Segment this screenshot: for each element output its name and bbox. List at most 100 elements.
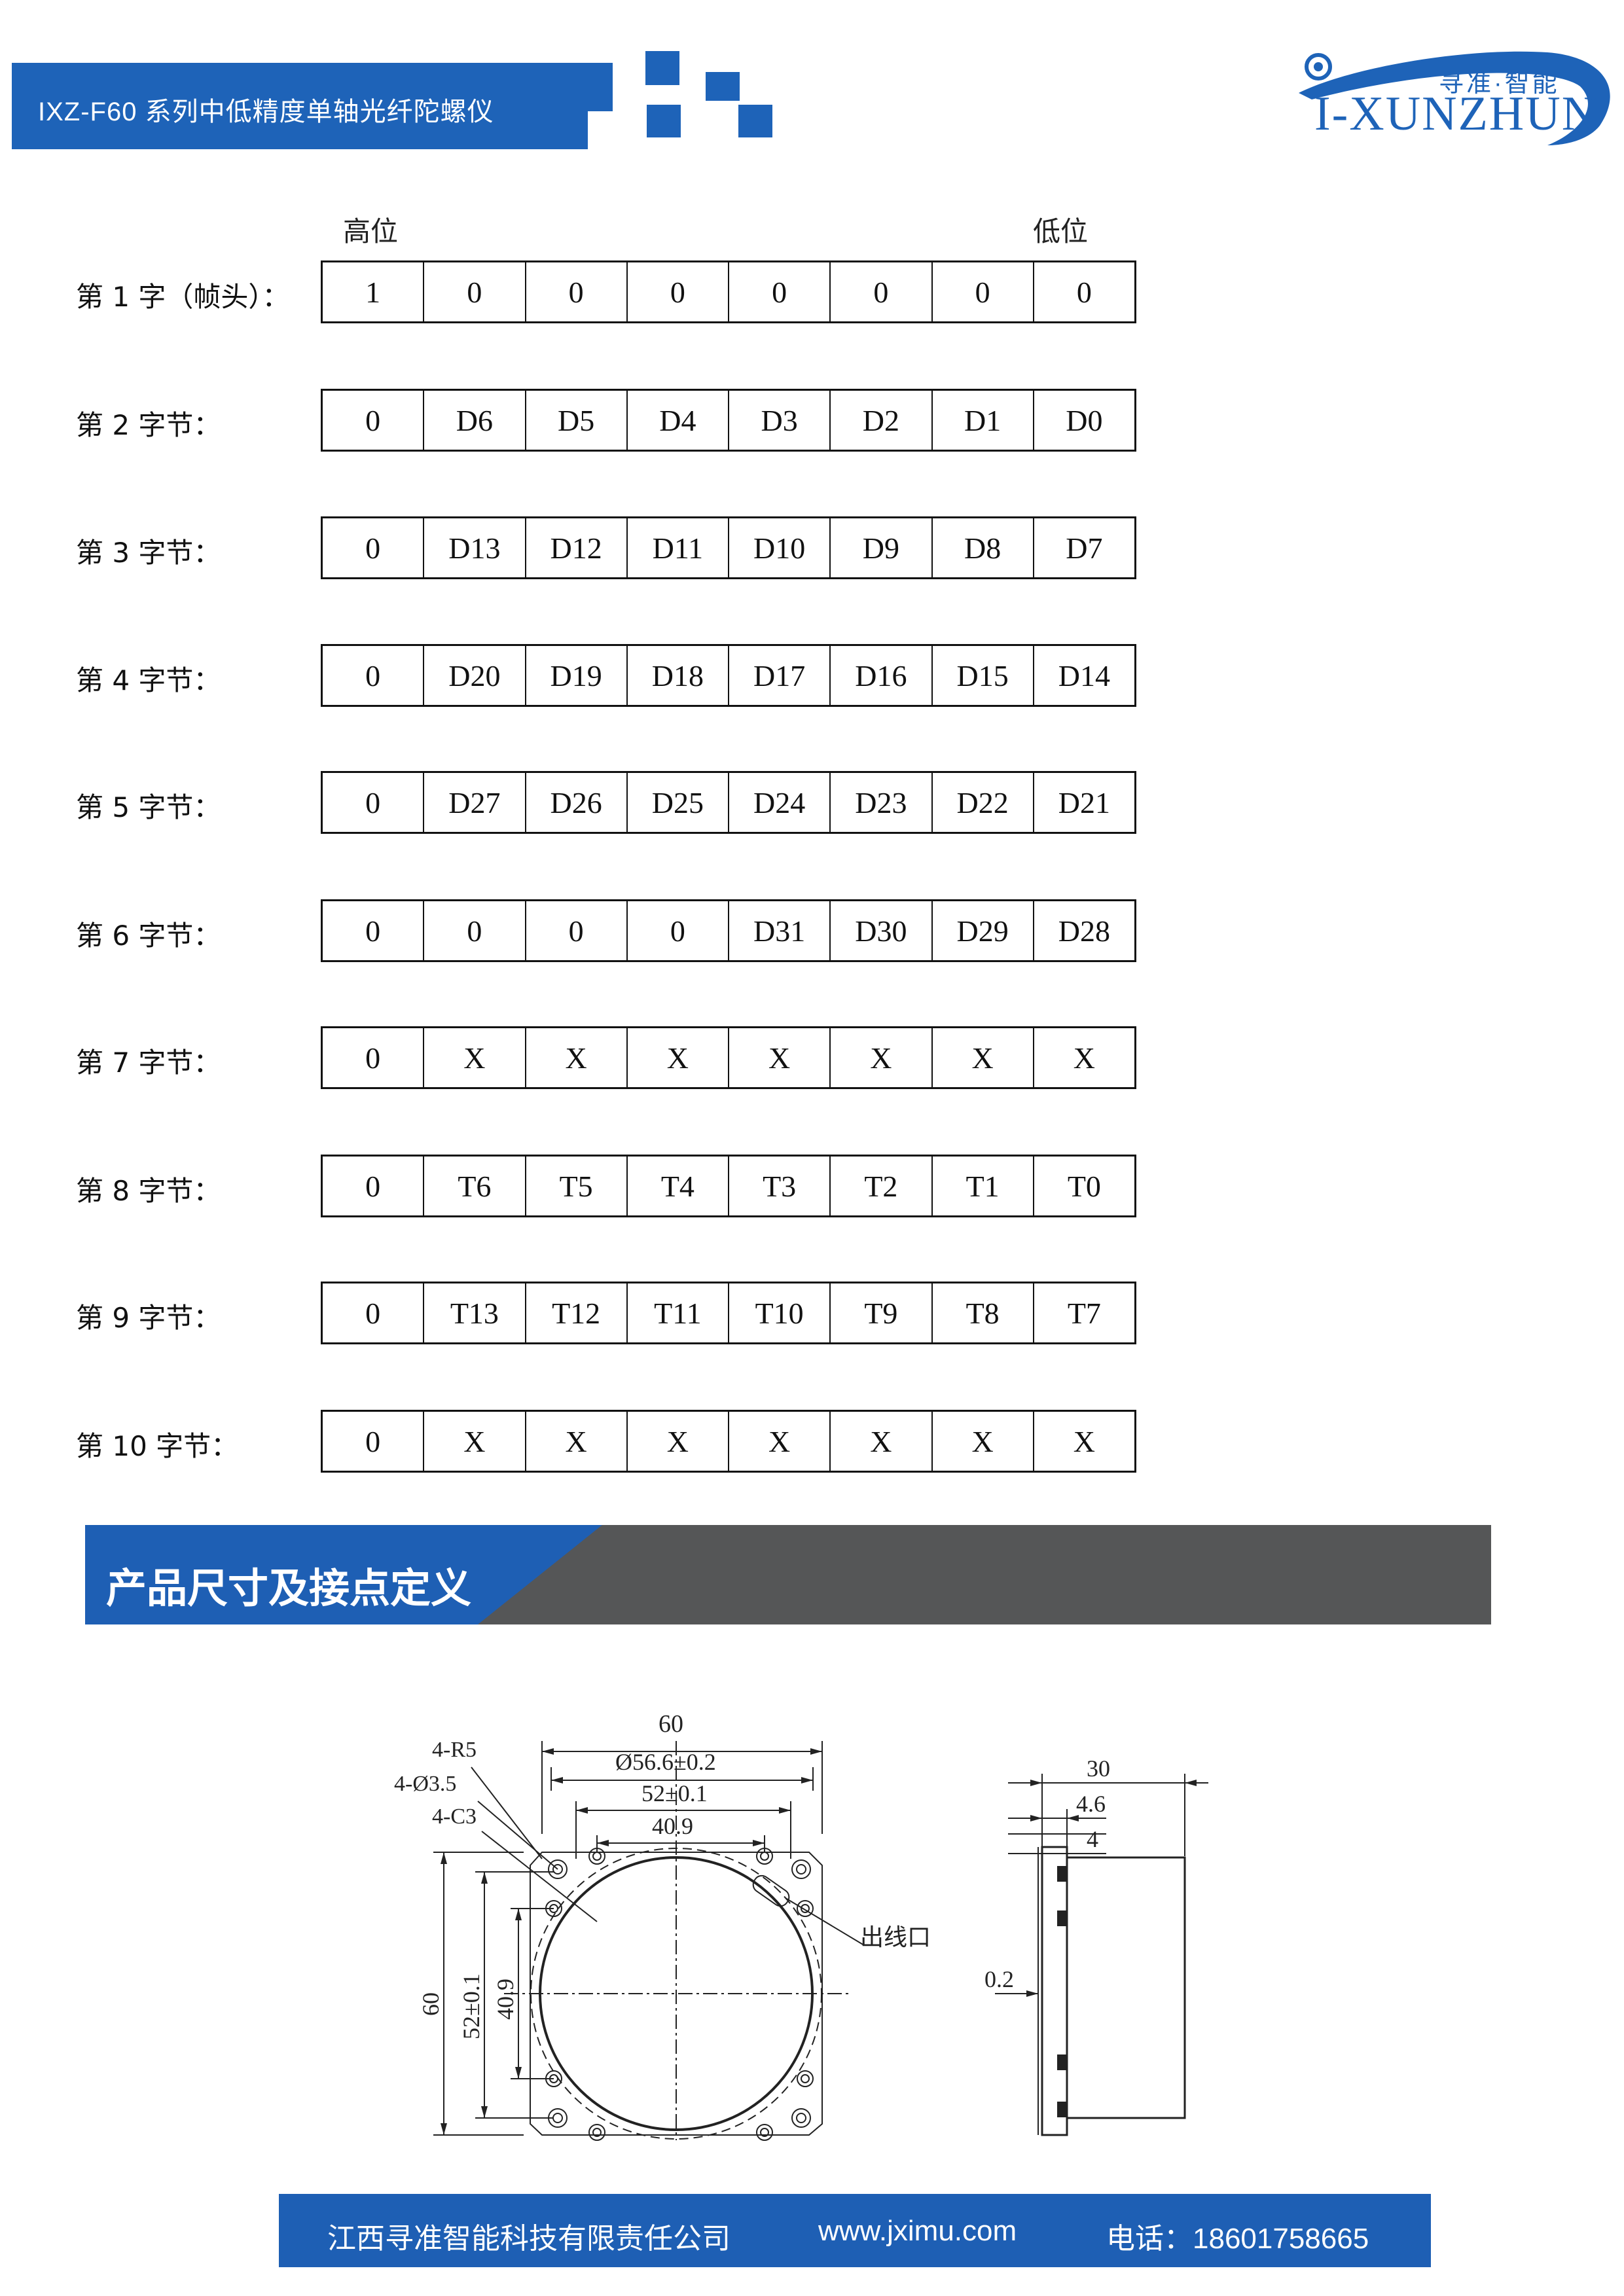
bit-cell: D28 bbox=[1032, 901, 1134, 960]
bit-cell: X bbox=[423, 1028, 524, 1087]
bit-cell: X bbox=[931, 1412, 1033, 1471]
plate-outline bbox=[530, 1852, 823, 2136]
bit-cell: D24 bbox=[728, 773, 829, 832]
bit-cell: D25 bbox=[626, 773, 728, 832]
bit-cell: X bbox=[626, 1028, 728, 1087]
dimension-drawing: 60 Ø56.6±0.2 52±0.1 40.9 4-R5 4-Ø3.5 4-C… bbox=[394, 1710, 1208, 2141]
bit-cell: 0 bbox=[365, 1424, 381, 1458]
byte-row-label: 第 3 字节： bbox=[76, 537, 221, 569]
bit-cell: D31 bbox=[728, 901, 829, 960]
bit-cell: T0 bbox=[1032, 1157, 1134, 1215]
bit-cell: 0 bbox=[931, 262, 1033, 321]
section-title: 产品尺寸及接点定义 bbox=[106, 1564, 472, 1612]
byte-row-label: 第 6 字节： bbox=[76, 920, 221, 952]
bit-cell: T11 bbox=[626, 1283, 728, 1342]
bit-cell: D16 bbox=[829, 646, 931, 705]
logo-chinese-text: 寻准·智能 bbox=[1439, 70, 1560, 98]
dim-52: 52±0.1 bbox=[641, 1780, 708, 1806]
byte-row-label: 第 2 字节： bbox=[76, 409, 221, 441]
bit-cell: D14 bbox=[1032, 646, 1134, 705]
bit-cell: X bbox=[524, 1412, 626, 1471]
decor-square bbox=[647, 105, 681, 137]
document-title: IXZ-F60 系列中低精度单轴光纤陀螺仪 bbox=[38, 98, 494, 126]
logo-swoosh-icon bbox=[1299, 51, 1610, 145]
footer-phone: 电话：18601758665 bbox=[1106, 2223, 1369, 2255]
bit-cell: T13 bbox=[423, 1283, 524, 1342]
bit-cell: 0 bbox=[365, 531, 381, 565]
bit-cell: X bbox=[626, 1412, 728, 1471]
bit-cell: D7 bbox=[1032, 518, 1134, 577]
low-bit-label: 低位 bbox=[1033, 216, 1089, 247]
bit-cell: 0 bbox=[365, 1169, 381, 1203]
bit-cell: D18 bbox=[626, 646, 728, 705]
bit-cell: D27 bbox=[423, 773, 524, 832]
bit-cell: D4 bbox=[626, 391, 728, 450]
bit-cell: 0 bbox=[1032, 262, 1134, 321]
bit-cell: X bbox=[728, 1412, 829, 1471]
bit-cell: 0 bbox=[524, 901, 626, 960]
bit-cell: 0 bbox=[365, 403, 381, 437]
bit-cell: 1 bbox=[365, 275, 381, 309]
bit-cell: 0 bbox=[423, 901, 524, 960]
byte-row-label: 第 4 字节： bbox=[76, 664, 221, 696]
high-bit-label: 高位 bbox=[343, 216, 399, 247]
bit-cell: D15 bbox=[931, 646, 1033, 705]
bit-cell: D9 bbox=[829, 518, 931, 577]
byte-row-label: 第 10 字节： bbox=[76, 1430, 239, 1462]
bit-cell: 0 bbox=[524, 262, 626, 321]
footer-website[interactable]: www.jximu.com bbox=[818, 2215, 1017, 2247]
bit-cell: T8 bbox=[931, 1283, 1033, 1342]
bit-cell: 0 bbox=[365, 658, 381, 692]
decor-square bbox=[706, 72, 740, 101]
bit-cell: D5 bbox=[524, 391, 626, 450]
cable-outlet-label: 出线口 bbox=[860, 1924, 931, 1950]
bit-cell: D13 bbox=[423, 518, 524, 577]
bit-cell: T7 bbox=[1032, 1283, 1134, 1342]
bit-cell: T10 bbox=[728, 1283, 829, 1342]
bit-cell: D20 bbox=[423, 646, 524, 705]
bit-cell: T9 bbox=[829, 1283, 931, 1342]
bit-cell: D11 bbox=[626, 518, 728, 577]
dim-40-9: 40.9 bbox=[652, 1813, 693, 1839]
dim-52-left: 52±0.1 bbox=[458, 1973, 484, 2039]
bit-cell: 0 bbox=[365, 785, 381, 819]
bit-cell: X bbox=[423, 1412, 524, 1471]
bit-cell: X bbox=[524, 1028, 626, 1087]
logo-english-text: I-XUNZHUN bbox=[1314, 87, 1598, 141]
bit-cell: D23 bbox=[829, 773, 931, 832]
side-view-body bbox=[1066, 1856, 1186, 2119]
side-dim-30: 30 bbox=[1087, 1755, 1110, 1782]
bit-cell: T2 bbox=[829, 1157, 931, 1215]
note-c3: 4-C3 bbox=[432, 1804, 477, 1829]
bit-cell: T5 bbox=[524, 1157, 626, 1215]
bit-cell: 0 bbox=[829, 262, 931, 321]
dim-60-top: 60 bbox=[659, 1710, 683, 1738]
note-r5: 4-R5 bbox=[432, 1738, 477, 1762]
footer-company: 江西寻准智能科技有限责任公司 bbox=[327, 2223, 731, 2255]
bit-cell: X bbox=[1032, 1412, 1134, 1471]
side-view-flange bbox=[1041, 1846, 1068, 2136]
bit-cell: 0 bbox=[365, 1296, 381, 1330]
bit-cell: D1 bbox=[931, 391, 1033, 450]
bit-cell: D17 bbox=[728, 646, 829, 705]
bit-cell: D8 bbox=[931, 518, 1033, 577]
bit-cell: 0 bbox=[365, 914, 381, 948]
bit-cell: D0 bbox=[1032, 391, 1134, 450]
bit-cell: D30 bbox=[829, 901, 931, 960]
bit-cell: D12 bbox=[524, 518, 626, 577]
bit-cell: D6 bbox=[423, 391, 524, 450]
cable-outlet-shape bbox=[752, 1874, 790, 1907]
side-dim-0-2: 0.2 bbox=[984, 1966, 1014, 1992]
bit-cell: D2 bbox=[829, 391, 931, 450]
bit-cell: T12 bbox=[524, 1283, 626, 1342]
bit-cell: X bbox=[1032, 1028, 1134, 1087]
bit-cell: D29 bbox=[931, 901, 1033, 960]
byte-row-label: 第 9 字节： bbox=[76, 1302, 221, 1334]
